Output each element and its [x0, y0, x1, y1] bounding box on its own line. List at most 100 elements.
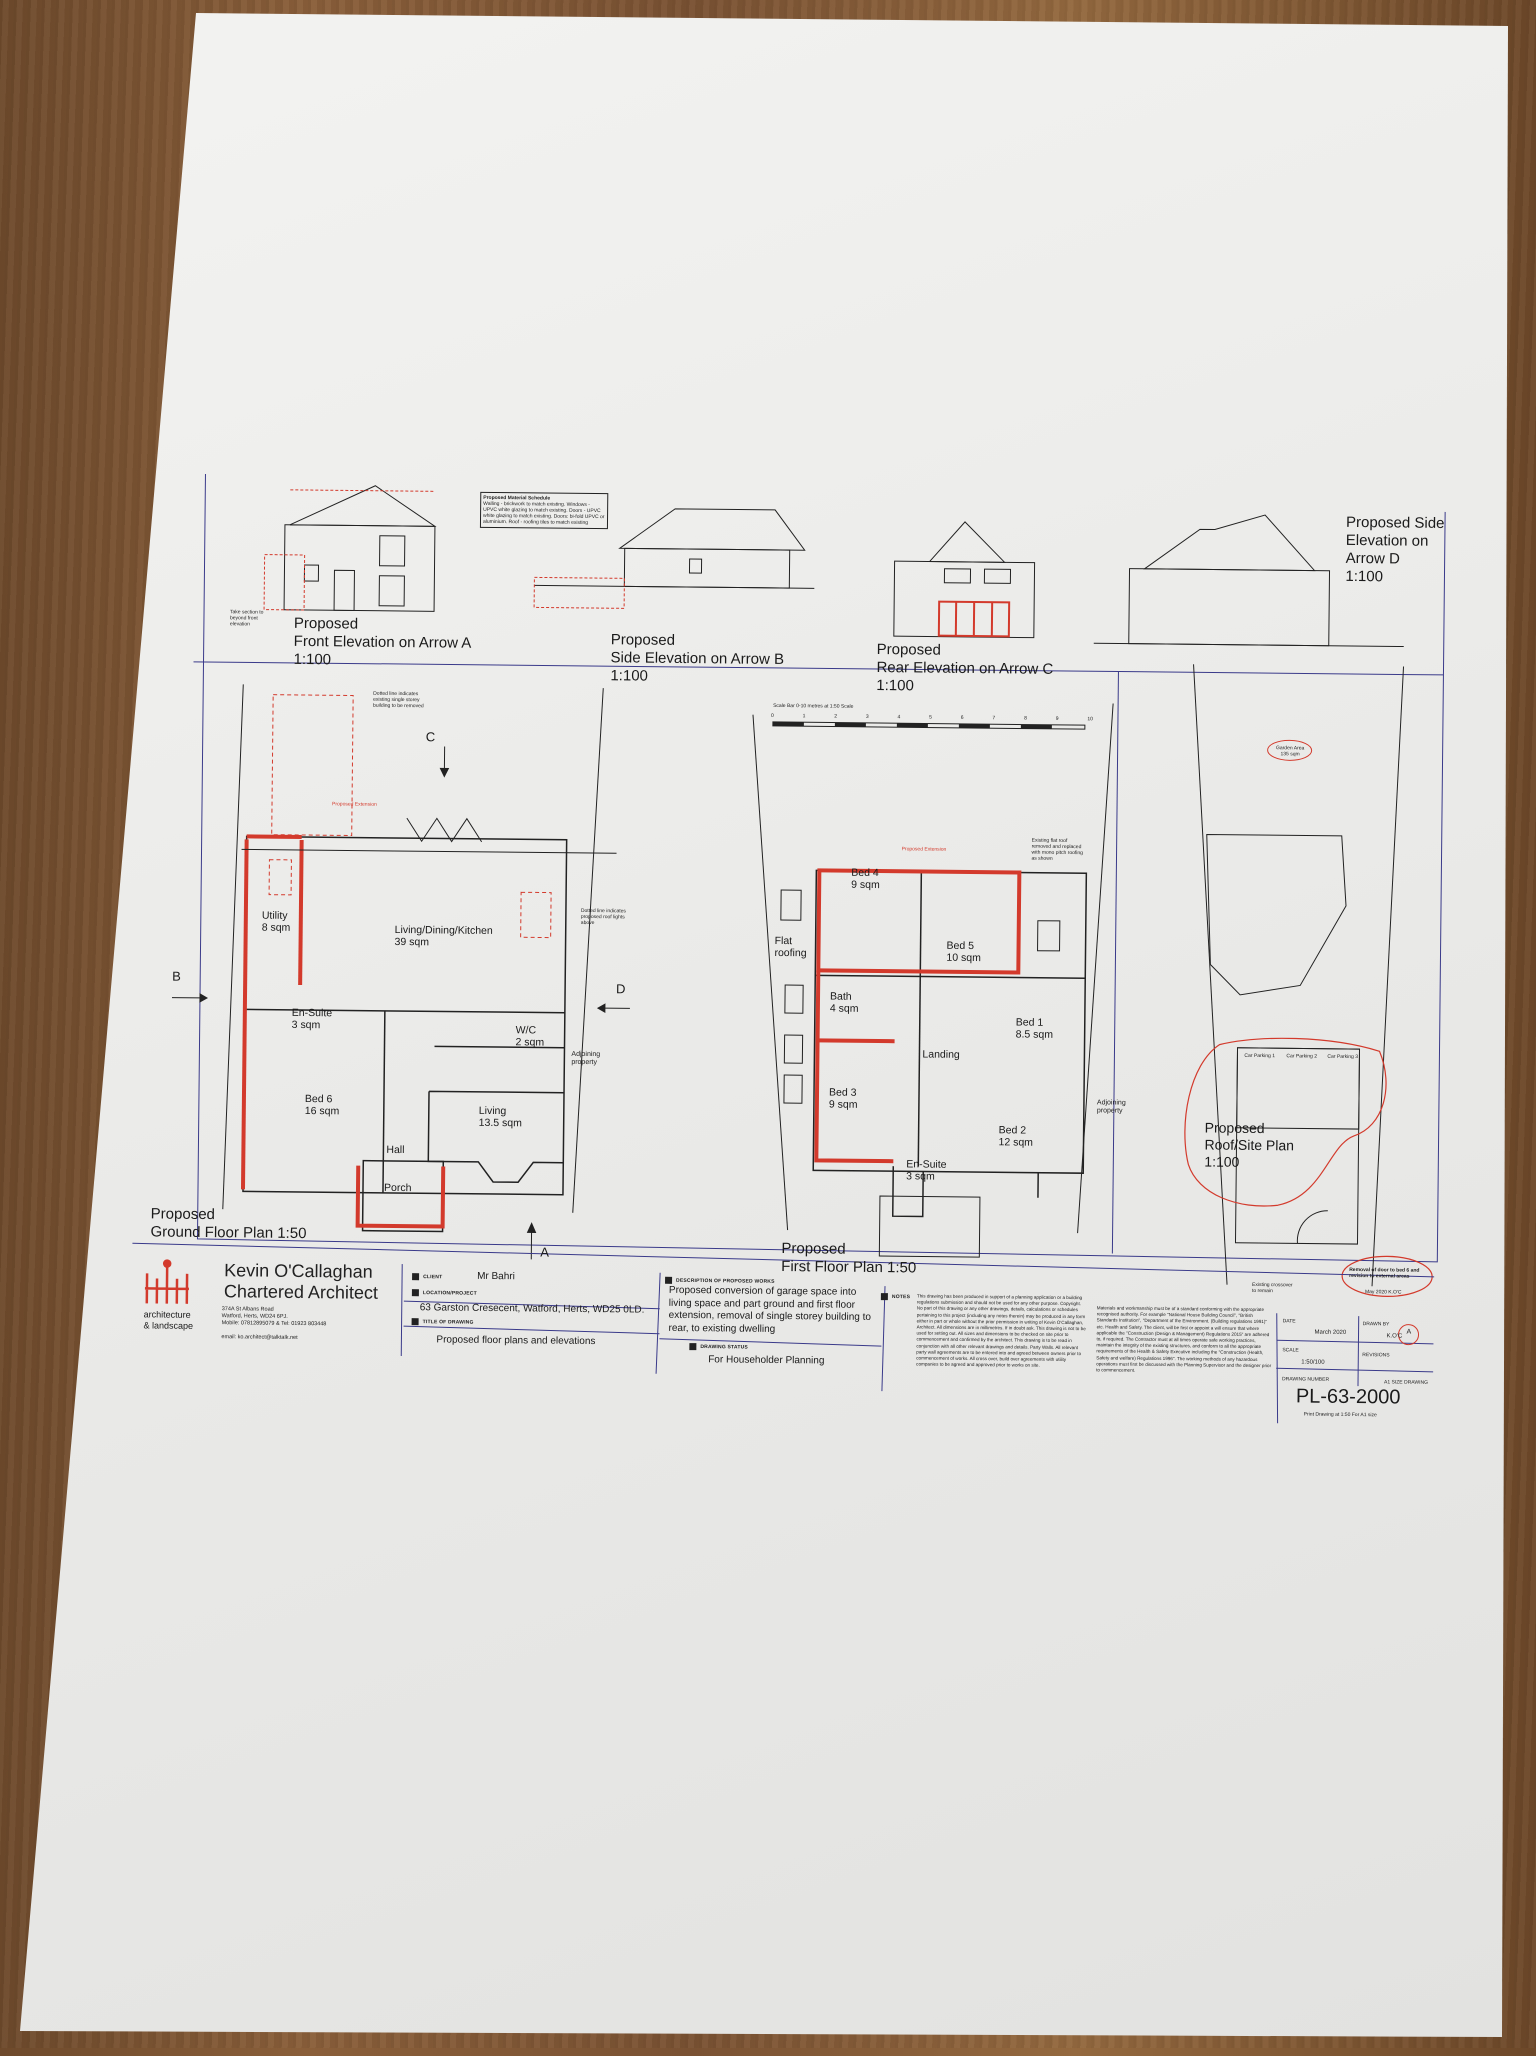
revision-mark: A: [1407, 1330, 1412, 1336]
room-area: 8 sqm: [262, 922, 291, 934]
first-floor-new-walls: [816, 870, 1019, 1162]
notes-label: NOTES: [881, 1293, 910, 1300]
flat-roofing-label: Flat roofing: [774, 935, 814, 959]
title-line: Elevation on: [1346, 532, 1445, 551]
title-scale: 1:100: [610, 667, 784, 687]
room-name: Bed 2: [999, 1124, 1034, 1136]
scale-tick: 4: [897, 714, 900, 720]
room-name: Utility: [262, 910, 291, 922]
rear-elevation-c-title: Proposed Rear Elevation on Arrow C 1:100: [876, 641, 1053, 697]
title-scale: 1:100: [876, 677, 1053, 697]
room-porch: Porch: [384, 1182, 412, 1194]
side-elevation-b-title: Proposed Side Elevation on Arrow B 1:100: [610, 631, 784, 687]
room-area: 3 sqm: [292, 1019, 332, 1031]
scale-tick: 3: [866, 714, 869, 720]
scale-tick: 2: [834, 714, 837, 720]
room-name: Bed 6: [305, 1093, 340, 1105]
revision-note: Removal of door to bed 6 and revision to…: [1349, 1267, 1429, 1280]
car-parking-label: Car Parking 1: [1244, 1053, 1275, 1059]
room-area: 9 sqm: [829, 1099, 858, 1111]
title-scale: 1:100: [1345, 568, 1444, 587]
title-line: Side Elevation on Arrow B: [610, 649, 784, 669]
title-line: Rear Elevation on Arrow C: [876, 659, 1053, 679]
firm-phone: Mobile: 07812895079 & Tel: 01923 803448: [222, 1320, 327, 1328]
print-note: Print Drawing at 1:50 For A1 size: [1304, 1412, 1377, 1419]
firm-title-line: Chartered Architect: [224, 1281, 378, 1304]
drawn-by-label: DRAWN BY: [1363, 1321, 1390, 1327]
title-line: Proposed: [151, 1205, 307, 1225]
drawing-status-label: DRAWING STATUS: [689, 1343, 748, 1351]
firm-name-line: Kevin O'Callaghan: [224, 1260, 378, 1283]
scale-tick: 9: [1056, 716, 1059, 722]
arrow-a-label: A: [540, 1245, 549, 1260]
tagline-line: architecture: [144, 1309, 194, 1321]
first-floor-note: Existing flat roof removed and replaced …: [1031, 838, 1086, 863]
room-area: 13.5 sqm: [479, 1117, 522, 1129]
ground-floor-note: Dotted line indicates proposed roof ligh…: [581, 908, 636, 927]
ground-floor-plan-title: Proposed Ground Floor Plan 1:50: [150, 1205, 306, 1243]
room-name: En-Suite: [906, 1158, 946, 1170]
scale-tick: 5: [929, 715, 932, 721]
room-landing: Landing: [922, 1048, 959, 1060]
drawing-number-label: DRAWING NUMBER: [1282, 1376, 1329, 1382]
ground-floor-new-walls: [243, 836, 447, 1226]
title-line: Arrow D: [1346, 550, 1445, 569]
title-line: Proposed: [294, 615, 472, 635]
date-value: March 2020: [1315, 1330, 1347, 1336]
roof-site-plan-title: Proposed Roof/Site Plan 1:100: [1204, 1119, 1294, 1171]
front-elevation: [284, 485, 435, 612]
room-name: Living/Dining/Kitchen: [395, 924, 493, 937]
room-name: Bed 5: [947, 940, 982, 952]
room-area: 39 sqm: [395, 936, 493, 949]
title-line: Proposed: [877, 641, 1054, 661]
material-schedule: Proposed Material Schedule Walling - bri…: [480, 492, 608, 529]
title-line: Proposed: [611, 631, 785, 651]
room-name: W/C: [516, 1024, 545, 1036]
car-parking-label: Car Parking 3: [1327, 1054, 1358, 1060]
arrow-d-label: D: [616, 981, 626, 996]
room-name: Landing: [922, 1048, 959, 1060]
material-schedule-text: Walling - brickwork to match existing. W…: [483, 501, 605, 526]
rear-elevation-c: [894, 521, 1035, 637]
room-name: Hall: [386, 1144, 404, 1156]
room-name: Bed 4: [851, 867, 880, 879]
first-floor-walls: [813, 870, 1087, 1218]
ground-floor-removed-outline: [269, 695, 553, 938]
title-line: Proposed: [1205, 1119, 1295, 1137]
room-name: Porch: [384, 1182, 412, 1194]
room-name: Bed 1: [1016, 1016, 1053, 1028]
client-label: CLIENT: [412, 1273, 442, 1280]
room-area: 10 sqm: [946, 952, 981, 964]
room-area: 8.5 sqm: [1016, 1028, 1053, 1040]
date-label: DATE: [1283, 1318, 1296, 1324]
adjoining-property-label: Adjoining property: [571, 1051, 611, 1067]
scale-value: 1:50/100: [1301, 1359, 1324, 1365]
firm-email: email: ko.architect@talktalk.net: [221, 1334, 326, 1342]
tagline-line: & landscape: [143, 1320, 193, 1332]
rear-bifold-doors: [939, 602, 1009, 637]
room-area: 4 sqm: [830, 1003, 859, 1015]
scale-tick: 0: [771, 713, 774, 719]
scale-tick: 1: [803, 713, 806, 719]
front-elevation-note: Take section to beyond front elevation: [230, 609, 270, 627]
title-line: Proposed Side: [1346, 514, 1445, 533]
description-label: DESCRIPTION OF PROPOSED WORKS: [665, 1277, 775, 1285]
location-label: LOCATION/PROJECT: [412, 1289, 477, 1297]
scale-bar: [773, 722, 1085, 729]
room-name: En-Suite: [292, 1007, 332, 1019]
drawing-title-value: Proposed floor plans and elevations: [436, 1334, 595, 1347]
location-value: 63 Garston Cresecent, Watford, Herts, WD…: [420, 1302, 645, 1315]
room-area: 9 sqm: [851, 879, 880, 891]
scale-tick: 10: [1087, 716, 1093, 722]
front-elevation-title: Proposed Front Elevation on Arrow A 1:10…: [293, 615, 471, 671]
firm-contact: 374A St Albans Road Watford, Herts, WD24…: [221, 1306, 326, 1342]
ground-floor-note: Dotted line indicates existing single st…: [373, 691, 433, 710]
